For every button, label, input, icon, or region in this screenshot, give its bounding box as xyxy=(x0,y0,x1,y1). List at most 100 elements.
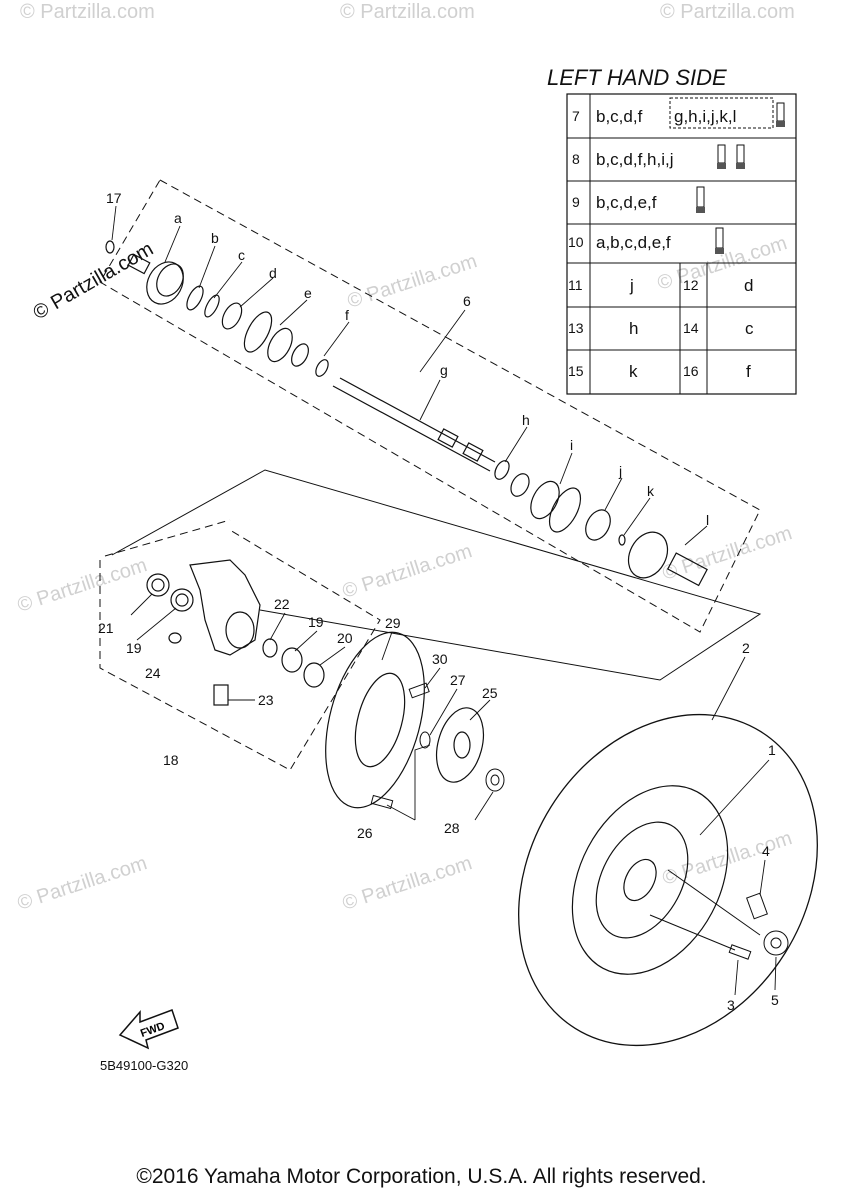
callout-label: 5 xyxy=(771,992,779,1008)
outer-cv-joint-a xyxy=(127,253,184,305)
reference-table: LEFT HAND SIDE 7 b,c,d,f g,h,i,j,k,l 8 b… xyxy=(547,65,797,395)
callout-label: 24 xyxy=(145,665,161,681)
callout-label: 20 xyxy=(337,630,353,646)
circlip-24 xyxy=(168,632,182,644)
diagram-code: 5B49100-G320 xyxy=(100,1058,188,1073)
row-num: 13 xyxy=(568,320,584,336)
callout-label: f xyxy=(345,307,349,323)
callout-label: 22 xyxy=(274,596,290,612)
callout-label: 19 xyxy=(126,640,142,656)
copyright-notice: ©2016 Yamaha Motor Corporation, U.S.A. A… xyxy=(136,1165,707,1188)
ball-joint-23 xyxy=(213,684,229,706)
tire-2 xyxy=(518,713,818,1047)
row-value: d xyxy=(744,276,753,295)
band-h xyxy=(494,460,510,480)
row-parts: a,b,c,d,e,f xyxy=(596,233,671,252)
watermark: © Partzilla.com xyxy=(340,852,475,915)
watermark: © Partzilla.com xyxy=(340,1,475,23)
callout-labels: a b c d e f g h i j k l 6 17 21 19 24 23… xyxy=(98,190,779,1013)
watermark: © Partzilla.com xyxy=(15,554,150,617)
row-num: 9 xyxy=(572,194,580,210)
callout-label: b xyxy=(211,230,219,246)
driveshaft-group-outline xyxy=(99,179,761,633)
callout-label: 26 xyxy=(357,825,373,841)
knuckle-parts xyxy=(146,559,325,706)
axle-nut-5 xyxy=(763,930,789,956)
watermark: © Partzilla.com xyxy=(20,1,155,23)
boot-i xyxy=(510,473,582,533)
callout-label: d xyxy=(269,265,277,281)
row-value: h xyxy=(629,319,638,338)
inner-cv-joint-l xyxy=(627,531,708,587)
row-num: 11 xyxy=(568,277,583,293)
axle-outline xyxy=(111,469,762,681)
table-title: LEFT HAND SIDE xyxy=(547,65,727,90)
row-num: 16 xyxy=(683,363,699,379)
row-num: 7 xyxy=(572,108,580,124)
band-f xyxy=(315,359,329,377)
ring-c xyxy=(204,294,220,318)
knuckle-group-outline xyxy=(99,529,381,771)
callout-label: 29 xyxy=(385,615,401,631)
leader-lines xyxy=(111,205,777,996)
nut-28 xyxy=(485,768,505,792)
fwd-arrow-icon: FWD xyxy=(118,1009,179,1050)
callout-label: h xyxy=(522,412,530,428)
row-parts: b,c,d,f xyxy=(596,107,643,126)
callout-label: 2 xyxy=(742,640,750,656)
row-num: 15 xyxy=(568,363,584,379)
watermark: © Partzilla.com xyxy=(15,852,150,915)
callout-label: 23 xyxy=(258,692,274,708)
stud-3 xyxy=(728,944,752,960)
callout-label: k xyxy=(647,483,655,499)
shaft-g xyxy=(332,377,496,472)
callout-label: 6 xyxy=(463,293,471,309)
grease-tube-icon xyxy=(715,227,724,254)
watermark: © Partzilla.com xyxy=(340,540,475,603)
row-value: j xyxy=(629,276,634,295)
bearing-19b xyxy=(281,647,303,673)
callout-label: 18 xyxy=(163,752,179,768)
bolt-26 xyxy=(370,794,394,810)
clip-b xyxy=(186,285,204,311)
callout-label: 1 xyxy=(768,742,776,758)
seal-21 xyxy=(146,573,170,597)
row-value: f xyxy=(746,362,751,381)
brake-disc-29 xyxy=(325,631,425,809)
callout-label: 28 xyxy=(444,820,460,836)
callout-label: 19 xyxy=(308,614,324,630)
row-num: 12 xyxy=(683,277,699,293)
callout-label: 30 xyxy=(432,651,448,667)
callout-label: g xyxy=(440,362,448,378)
row-num: 8 xyxy=(572,151,580,167)
callout-label: l xyxy=(706,512,709,528)
bearing-19 xyxy=(170,588,194,612)
watermark: © Partzilla.com xyxy=(660,1,795,23)
callout-label: j xyxy=(618,463,622,479)
row-num: 14 xyxy=(683,320,699,336)
circlip-17 xyxy=(105,240,115,254)
row-boxed-parts: g,h,i,j,k,l xyxy=(674,107,736,126)
axle-lines xyxy=(649,869,761,951)
row-parts: b,c,d,e,f xyxy=(596,193,657,212)
callout-label: 3 xyxy=(727,997,735,1013)
grease-tube-icon xyxy=(776,102,785,127)
grease-tube-icon xyxy=(736,144,745,169)
callout-label: a xyxy=(174,210,182,226)
boot-e xyxy=(243,311,309,367)
callout-label: e xyxy=(304,285,312,301)
partzilla-brand-mark: © Partzilla.com xyxy=(30,238,158,324)
row-value: c xyxy=(745,319,754,338)
callout-label: c xyxy=(238,247,245,263)
grease-tube-icon xyxy=(717,144,726,169)
row-value: k xyxy=(629,362,638,381)
band-j xyxy=(585,509,611,541)
wheel-1 xyxy=(571,785,729,975)
knuckle-18 xyxy=(189,559,261,656)
group-outlines xyxy=(99,179,761,771)
driveshaft-parts xyxy=(105,240,708,587)
grease-tube-icon xyxy=(696,186,705,213)
o-ring-27 xyxy=(419,731,431,749)
callout-label: 17 xyxy=(106,190,122,206)
